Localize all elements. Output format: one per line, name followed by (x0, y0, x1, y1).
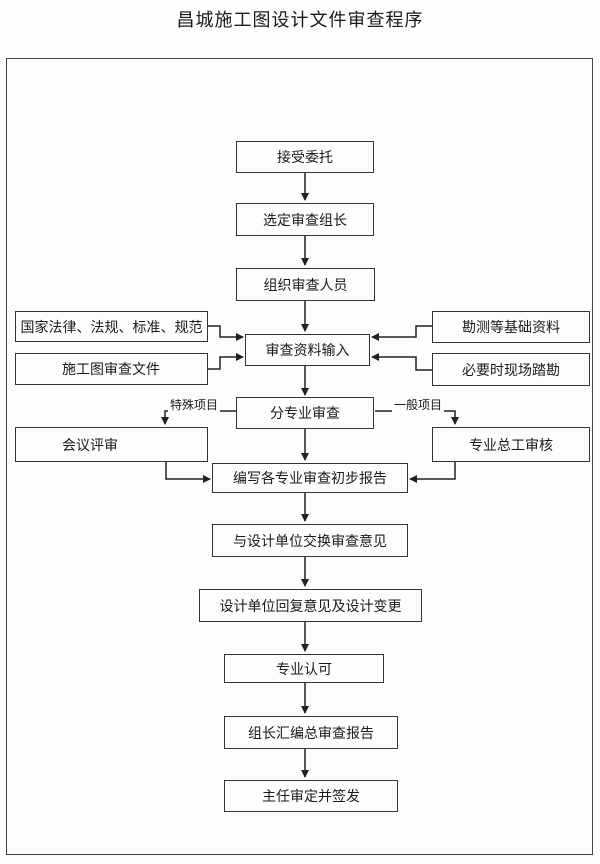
arrow-chief-draft (409, 461, 456, 483)
step-exchange: 与设计单位交换审查意见 (212, 524, 408, 557)
branch-chief: 专业总工审核 (432, 427, 590, 462)
step-select-lead: 选定审查组长 (236, 203, 374, 236)
step-organize: 组织审查人员 (236, 268, 375, 301)
label-general: 一般项目 (392, 396, 445, 413)
step-split: 分专业审查 (236, 397, 374, 429)
arrow-meeting-draft (165, 461, 211, 483)
input-site: 必要时现场踏勘 (432, 353, 590, 386)
branch-meeting: 会议评审 (15, 427, 208, 462)
step-summary: 组长汇编总审查报告 (224, 716, 398, 749)
step-accept: 接受委托 (236, 141, 374, 173)
diagram-frame (6, 58, 593, 855)
arrow-laws-input (208, 325, 244, 341)
page-title: 昌城施工图设计文件审查程序 (176, 10, 424, 31)
input-laws: 国家法律、法规、标准、规范 (15, 311, 208, 342)
step-approve: 专业认可 (224, 654, 384, 683)
arrow-site-input (371, 353, 432, 371)
step-sign: 主任审定并签发 (224, 780, 398, 812)
arrow-docs-input (208, 353, 244, 370)
input-docs: 施工图审查文件 (15, 353, 208, 385)
step-draft: 编写各专业审查初步报告 (212, 463, 408, 493)
step-input: 审查资料输入 (245, 334, 370, 366)
step-reply: 设计单位回复意见及设计变更 (199, 589, 422, 622)
input-survey: 勘测等基础资料 (432, 311, 590, 343)
arrow-survey-input (371, 325, 432, 341)
label-special: 特殊项目 (168, 396, 221, 413)
